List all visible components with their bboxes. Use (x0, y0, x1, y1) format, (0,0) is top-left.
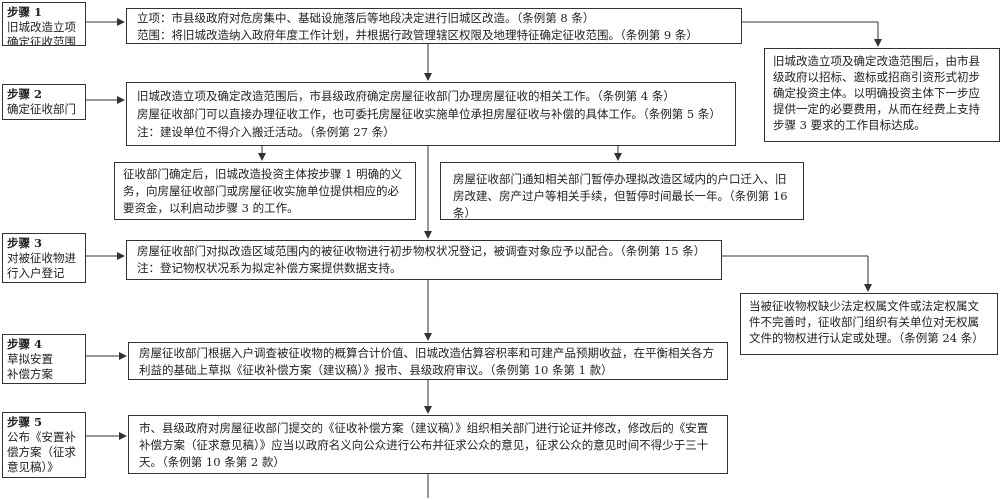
step-5-title: 步骤 5 (7, 415, 43, 429)
step-2-box: 旧城改造立项及确定改造范围后，市县级政府确定房屋征收部门办理房屋征收的相关工作。… (126, 82, 736, 146)
step-4-title: 步骤 4 (7, 337, 43, 351)
step-5-text: 市、县级政府对房屋征收部门提交的《征收补偿方案（建议稿）》组织相关部门进行论证并… (139, 421, 709, 469)
ownership-note: 当被征收物权缺少法定权属文件或法定权属文件不完善时，征收部门组织有关单位对无权属… (740, 293, 998, 355)
step-4-desc: 草拟安置 补偿方案 (7, 352, 53, 381)
step-2-desc: 确定征收部门 (7, 102, 76, 116)
step-1-title: 步骤 1 (7, 5, 43, 19)
investor-note: 旧城改造立项及确定改造范围后，由市县级政府以招标、邀标或招商引资形式初步确定投资… (764, 48, 1000, 142)
step-3-desc: 对被征收物进 行入户登记 (7, 251, 76, 280)
step-4-text: 房屋征收部门根据入户调查被征收物的概算合计价值、旧城改造估算容积率和可建产品预期… (139, 346, 714, 377)
step-3-label: 步骤 3 对被征收物进 行入户登记 (2, 233, 86, 283)
step-5-box: 市、县级政府对房屋征收部门提交的《征收补偿方案（建议稿）》组织相关部门进行论证并… (128, 415, 728, 474)
investor-note-text: 旧城改造立项及确定改造范围后，由市县级政府以招标、邀标或招商引资形式初步确定投资… (773, 54, 980, 132)
step-5-label: 步骤 5 公布《安置补 偿方案（征求 意见稿）》 (2, 412, 86, 478)
step-2-line-2: 房屋征收部门可以直接办理征收工作，也可委托房屋征收实施单位承担房屋征收与补偿的具… (137, 107, 721, 121)
funding-box: 征收部门确定后，旧城改造投资主体按步骤 1 明确的义务，向房屋征收部门或房屋征收… (114, 162, 416, 220)
step-5-desc: 公布《安置补 偿方案（征求 意见稿）》 (7, 430, 76, 474)
step-4-box: 房屋征收部门根据入户调查被征收物的概算合计价值、旧城改造估算容积率和可建产品预期… (128, 342, 728, 380)
step-3-box: 房屋征收部门对拟改造区域范围内的被征收物进行初步物权状况登记，被调查对象应予以配… (126, 240, 722, 280)
suspension-box: 房屋征收部门通知相关部门暂停办理拟改造区域内的户口迁入、旧房改建、房产过户等相关… (440, 162, 804, 220)
step-2-title: 步骤 2 (7, 87, 43, 101)
step-1-box: 立项：市县级政府对危房集中、基础设施落后等地段决定进行旧城区改造。（条例第 8 … (126, 8, 742, 44)
step-1-line-2: 范围：将旧城改造纳入政府年度工作计划，并根据行政管理辖区权限及地理特征确定征收范… (137, 28, 698, 42)
step-2-label: 步骤 2 确定征收部门 (2, 84, 86, 120)
suspension-text: 房屋征收部门通知相关部门暂停办理拟改造区域内的户口迁入、旧房改建、房产过户等相关… (453, 172, 788, 220)
step-3-title: 步骤 3 (7, 236, 43, 250)
step-4-label: 步骤 4 草拟安置 补偿方案 (2, 334, 86, 384)
funding-text: 征收部门确定后，旧城改造投资主体按步骤 1 明确的义务，向房屋征收部门或房屋征收… (123, 167, 403, 215)
step-1-desc: 旧城改造立项 确定征收范围 (7, 20, 76, 46)
step-2-line-3: 注：建设单位不得介入搬迁活动。（条例第 27 条） (137, 125, 395, 139)
step-1-line-1: 立项：市县级政府对危房集中、基础设施落后等地段决定进行旧城区改造。（条例第 8 … (137, 11, 595, 25)
step-1-label: 步骤 1 旧城改造立项 确定征收范围 (2, 2, 86, 46)
step-3-line-2: 注：登记物权状况系为拟定补偿方案提供数据支持。 (137, 261, 402, 275)
ownership-note-text: 当被征收物权缺少法定权属文件或法定权属文件不完善时，征收部门组织有关单位对无权属… (749, 299, 984, 345)
step-3-line-1: 房屋征收部门对拟改造区域范围内的被征收物进行初步物权状况登记，被调查对象应予以配… (137, 244, 706, 258)
step-2-line-1: 旧城改造立项及确定改造范围后，市县级政府确定房屋征收部门办理房屋征收的相关工作。… (137, 89, 675, 103)
